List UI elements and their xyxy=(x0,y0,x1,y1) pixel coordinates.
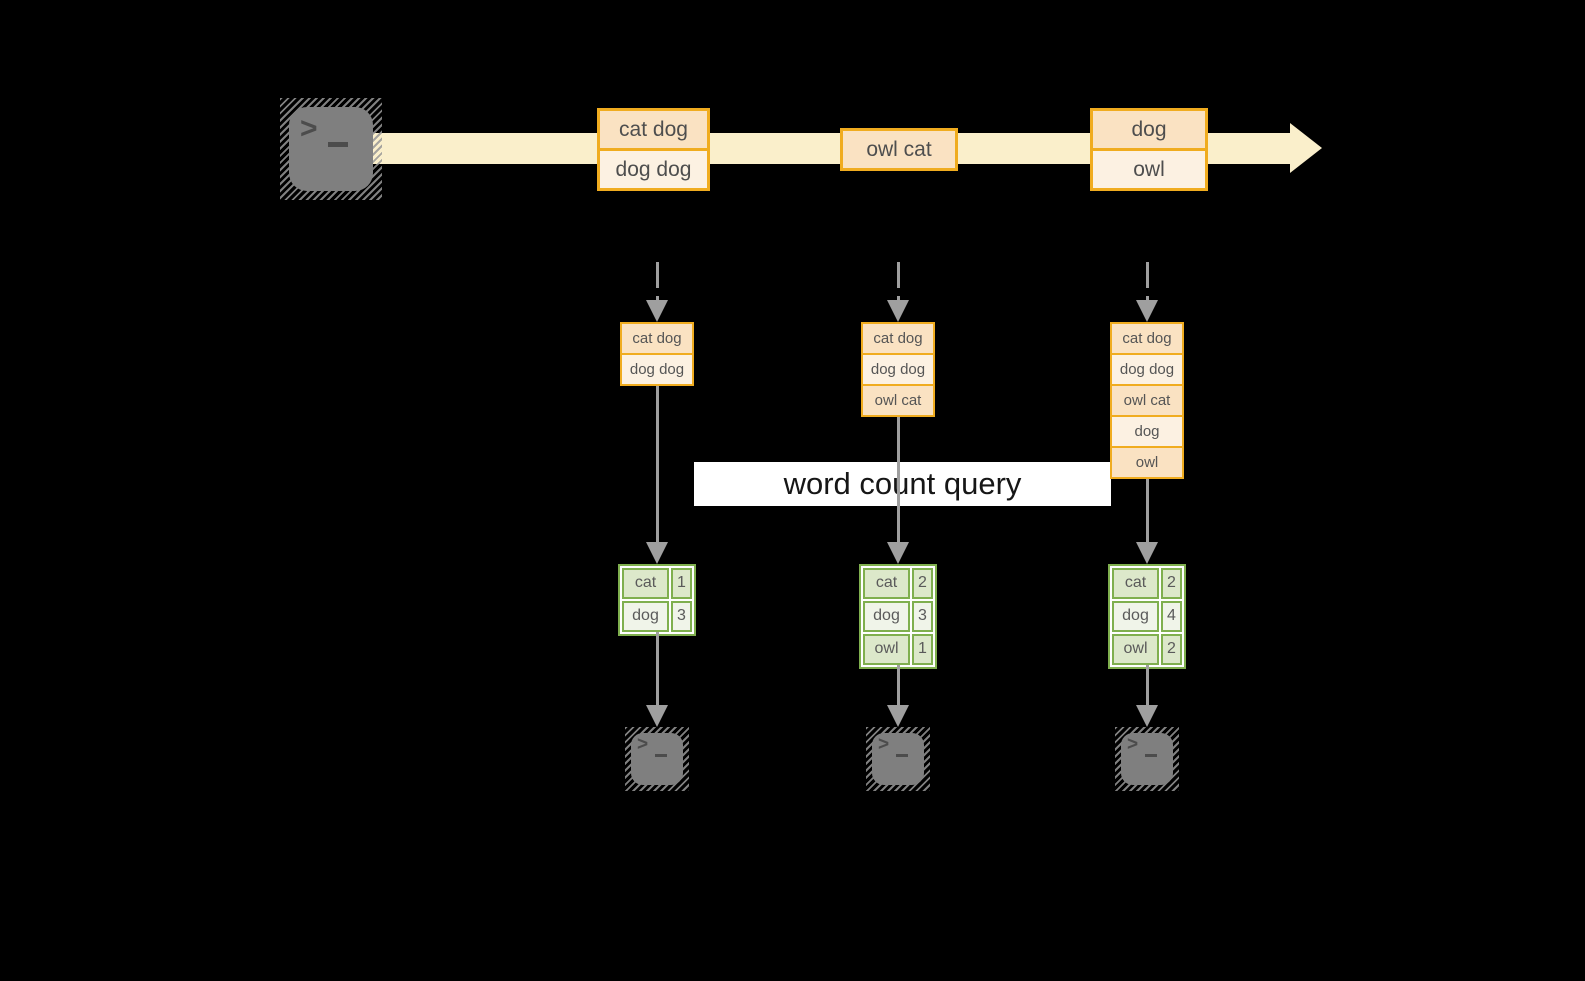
table-row: cat 2 xyxy=(863,568,933,599)
word-cell: owl xyxy=(1112,634,1159,665)
output-arrowhead-1 xyxy=(646,705,668,727)
output-arrowhead-3 xyxy=(1136,705,1158,727)
table-row: owl 2 xyxy=(1112,634,1182,665)
query-arrow-line-2 xyxy=(897,417,900,544)
output-arrow-line-2 xyxy=(897,665,900,706)
prompt-cursor-icon xyxy=(1145,754,1157,757)
word-count-table-1: cat 1 dog 3 xyxy=(618,564,696,636)
prompt-chevron-icon: > xyxy=(1127,734,1139,755)
stack-row: dog dog xyxy=(863,353,933,384)
query-arrow-line-3 xyxy=(1146,479,1149,544)
sink-terminal-icon-1: > xyxy=(625,727,689,791)
table-row: dog 3 xyxy=(863,601,933,632)
batch-line: dog xyxy=(1093,111,1205,148)
word-count-table-2: cat 2 dog 3 owl 1 xyxy=(859,564,937,669)
table-row: cat 1 xyxy=(622,568,692,599)
stack-row: dog dog xyxy=(622,353,692,384)
batch-line: cat dog xyxy=(600,111,707,148)
count-cell: 4 xyxy=(1161,601,1182,632)
query-arrowhead-3 xyxy=(1136,542,1158,564)
prompt-chevron-icon: > xyxy=(300,112,318,145)
query-arrow-line-1 xyxy=(656,386,659,544)
query-arrowhead-1 xyxy=(646,542,668,564)
word-cell: cat xyxy=(1112,568,1159,599)
word-cell: cat xyxy=(622,568,669,599)
ingest-arrowhead-3 xyxy=(1136,300,1158,322)
batch-line: dog dog xyxy=(600,148,707,188)
ingest-arrowhead-1 xyxy=(646,300,668,322)
source-terminal-icon: > xyxy=(280,98,382,200)
prompt-cursor-icon xyxy=(655,754,667,757)
stack-row: cat dog xyxy=(622,324,692,353)
query-arrowhead-2 xyxy=(887,542,909,564)
sink-terminal-icon-3: > xyxy=(1115,727,1179,791)
batch-line: owl xyxy=(1093,148,1205,188)
prompt-chevron-icon: > xyxy=(878,734,890,755)
count-cell: 1 xyxy=(912,634,933,665)
terminal-body xyxy=(872,733,924,785)
stack-row: dog dog xyxy=(1112,353,1182,384)
count-cell: 2 xyxy=(1161,568,1182,599)
ingest-arrow-line-1 xyxy=(656,262,659,302)
table-row: dog 3 xyxy=(622,601,692,632)
terminal-body xyxy=(289,107,373,191)
word-cell: cat xyxy=(863,568,910,599)
query-label: word count query xyxy=(783,466,1022,501)
word-cell: owl xyxy=(863,634,910,665)
count-cell: 3 xyxy=(671,601,692,632)
table-row: owl 1 xyxy=(863,634,933,665)
prompt-cursor-icon xyxy=(328,142,348,147)
stack-row: cat dog xyxy=(1112,324,1182,353)
count-cell: 3 xyxy=(912,601,933,632)
sink-terminal-icon-2: > xyxy=(866,727,930,791)
terminal-body xyxy=(1121,733,1173,785)
query-label-band: word count query xyxy=(694,462,1111,506)
word-cell: dog xyxy=(622,601,669,632)
stream-arrowhead-icon xyxy=(1290,123,1322,173)
word-cell: dog xyxy=(863,601,910,632)
stack-row: owl xyxy=(1112,446,1182,477)
count-cell: 1 xyxy=(671,568,692,599)
terminal-body xyxy=(631,733,683,785)
table-row: dog 4 xyxy=(1112,601,1182,632)
stack-row: owl cat xyxy=(863,384,933,415)
ingest-arrow-line-2 xyxy=(897,262,900,302)
stack-row: cat dog xyxy=(863,324,933,353)
word-count-table-3: cat 2 dog 4 owl 2 xyxy=(1108,564,1186,669)
table-row: cat 2 xyxy=(1112,568,1182,599)
output-arrow-line-3 xyxy=(1146,665,1149,706)
output-arrowhead-2 xyxy=(887,705,909,727)
output-arrow-line-1 xyxy=(656,632,659,706)
count-cell: 2 xyxy=(912,568,933,599)
batch-box-2: owl cat xyxy=(840,128,958,171)
batch-line: owl cat xyxy=(843,131,955,168)
count-cell: 2 xyxy=(1161,634,1182,665)
ingest-arrowhead-2 xyxy=(887,300,909,322)
stack-row: owl cat xyxy=(1112,384,1182,415)
word-cell: dog xyxy=(1112,601,1159,632)
stack-row: dog xyxy=(1112,415,1182,446)
prompt-chevron-icon: > xyxy=(637,734,649,755)
ingest-arrow-line-3 xyxy=(1146,262,1149,302)
prompt-cursor-icon xyxy=(896,754,908,757)
